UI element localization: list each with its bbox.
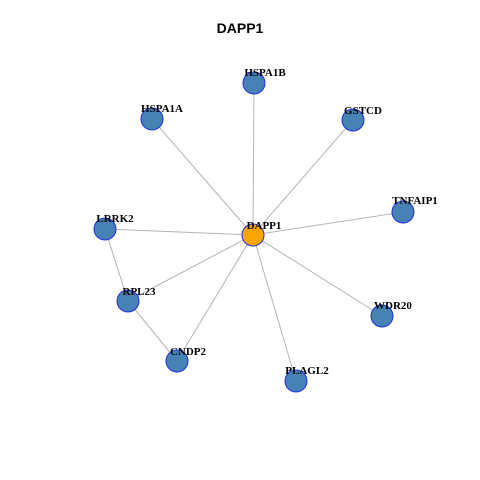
- edge-layer: [104, 82, 404, 382]
- node-label-lrrk2: LRRK2: [96, 213, 134, 225]
- node-label-rpl23: RPL23: [123, 286, 157, 298]
- node-label-plagl2: PLAGL2: [285, 365, 329, 377]
- node-label-dapp1: DAPP1: [247, 220, 282, 232]
- node-label-tnfaip1: TNFAIP1: [392, 195, 438, 207]
- edge-dapp1-hspa1a: [151, 118, 254, 236]
- node-label-cndp2: CNDP2: [170, 346, 207, 358]
- edge-rpl23-cndp2: [127, 300, 178, 362]
- graph-title: DAPP1: [216, 20, 264, 36]
- node-label-hspa1a: HSPA1A: [141, 103, 183, 115]
- node-hspa1b: [242, 71, 266, 95]
- edge-dapp1-rpl23: [127, 234, 254, 302]
- node-lrrk2: [93, 217, 117, 241]
- node-cndp2: [165, 349, 189, 373]
- edge-dapp1-hspa1b: [252, 82, 255, 236]
- edge-dapp1-lrrk2: [104, 228, 254, 236]
- node-gstcd: [341, 108, 365, 132]
- edge-dapp1-cndp2: [176, 234, 254, 362]
- node-layer: [93, 71, 415, 393]
- node-plagl2: [284, 369, 308, 393]
- label-layer: DAPP1 HSPA1B HSPA1A GSTCD TNFAIP1LRRK2RPL23W…: [96, 67, 437, 377]
- node-label-hspa1b: HSPA1B: [244, 67, 286, 79]
- edge-dapp1-gstcd: [252, 119, 354, 236]
- node-hspa1a: [140, 107, 164, 131]
- edge-lrrk2-rpl23: [104, 228, 129, 302]
- node-wdr20: [370, 304, 394, 328]
- node-dapp1: [241, 223, 265, 247]
- node-label-gstcd: GSTCD: [344, 105, 382, 117]
- node-rpl23: [116, 289, 140, 313]
- node-tnfaip1: [391, 200, 415, 224]
- node-label-wdr20: WDR20: [374, 300, 412, 312]
- edge-dapp1-plagl2: [252, 234, 297, 382]
- edge-dapp1-wdr20: [252, 234, 383, 317]
- edge-dapp1-tnfaip1: [252, 211, 404, 236]
